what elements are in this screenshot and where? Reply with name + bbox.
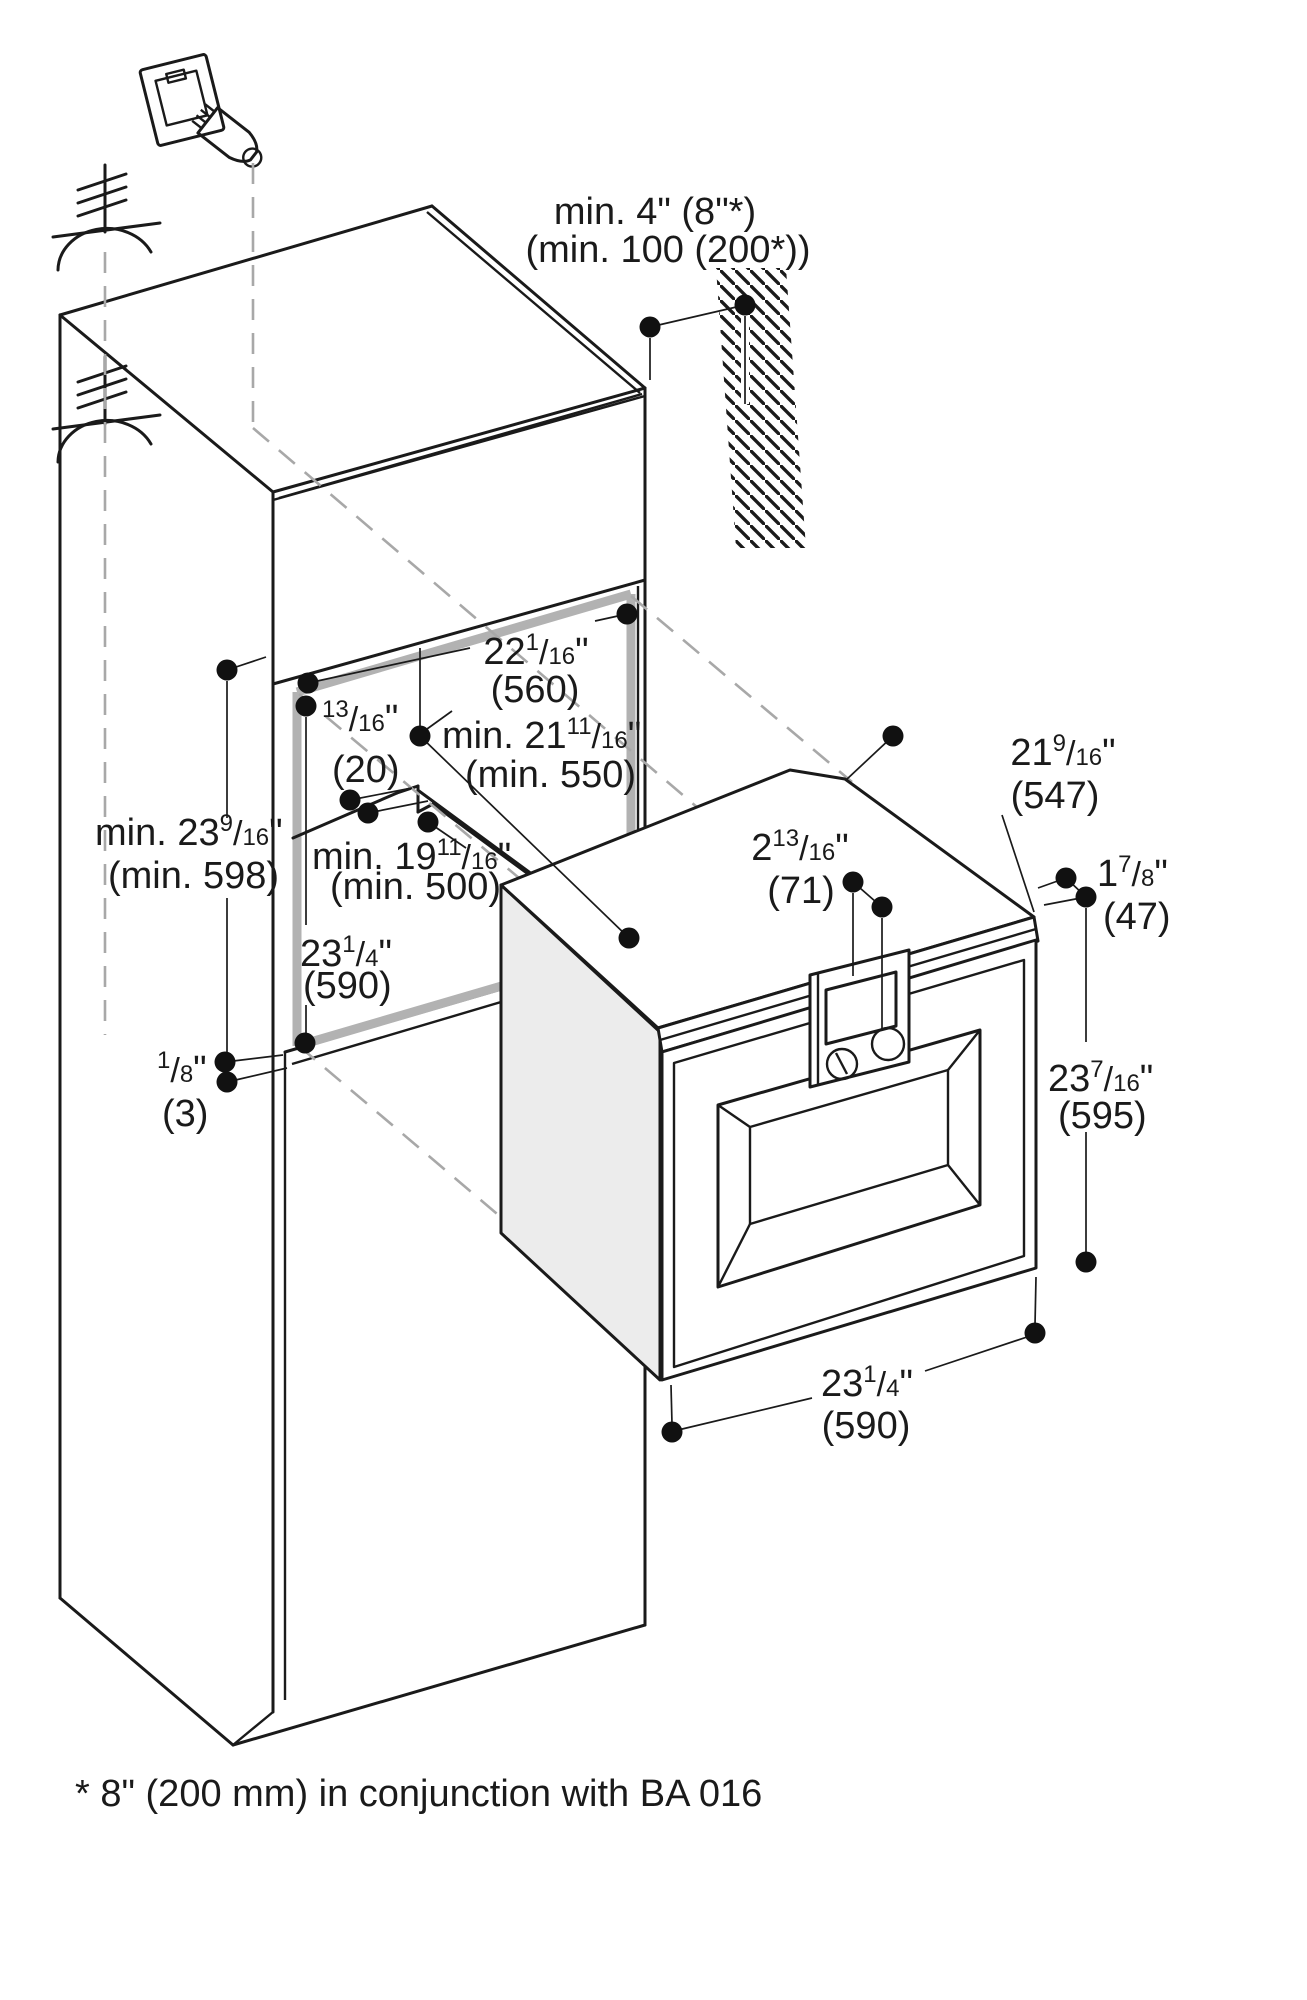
oven-width-mm-label: (590) xyxy=(822,1405,911,1447)
control-knob-left xyxy=(825,1047,859,1081)
cabinet-height-mm-label: (min. 598) xyxy=(108,855,279,897)
ground-symbol-icon-1 xyxy=(51,163,162,272)
wall-hatch xyxy=(716,268,806,548)
oven-height-inch-label: 237/16" xyxy=(1048,1056,1153,1100)
panel-height-inch-label: 213/16" xyxy=(751,825,849,869)
bottom-gap-mm-label: (3) xyxy=(162,1093,208,1135)
rear-vent-gap-mm-label: (20) xyxy=(332,749,400,791)
cabinet-height-inch-label: min. 239/16" xyxy=(95,810,283,854)
dimension-dots xyxy=(214,294,1097,1443)
oven-top-depth-mm-label: (547) xyxy=(1011,775,1100,817)
dimension-labels: min. 4" (8"*) (min. 100 (200*)) 221/16" … xyxy=(75,191,1171,1815)
niche-width-inch-label: 221/16" xyxy=(483,629,588,673)
control-knob-right xyxy=(870,1026,906,1062)
oven-top-face xyxy=(499,768,1036,1030)
rear-vent-gap-inch-label: 13/16" xyxy=(322,696,398,740)
niche-depth-inch-label: min. 2111/16" xyxy=(442,713,641,757)
bottom-gap-inch-label: 1/8" xyxy=(157,1047,207,1091)
oven xyxy=(499,768,1040,1382)
niche-depth-mm-label: (min. 550) xyxy=(465,754,636,796)
floor-depth-mm-label: (min. 500) xyxy=(330,866,501,908)
door-overhang-mm-label: (47) xyxy=(1103,896,1171,938)
door-overhang-inch-label: 17/8" xyxy=(1097,851,1168,895)
niche-height-inch-label: 231/4" xyxy=(300,931,392,975)
ground-symbol-icon-2 xyxy=(51,355,162,464)
oven-width-inch-label: 231/4" xyxy=(821,1361,913,1405)
oven-height-mm-label: (595) xyxy=(1058,1095,1147,1137)
control-display xyxy=(824,970,898,1046)
panel-height-mm-label: (71) xyxy=(767,870,835,912)
top-clearance-mm-label: (min. 100 (200*)) xyxy=(525,229,810,271)
oven-top-depth-inch-label: 219/16" xyxy=(1010,730,1115,774)
top-clearance-inch-label: min. 4" (8"*) xyxy=(554,191,756,233)
footnote-text: * 8" (200 mm) in conjunction with BA 016 xyxy=(75,1773,762,1815)
upper-front-panel xyxy=(271,394,647,686)
floor-depth-inch-label: min. 1911/16" xyxy=(312,834,511,878)
power-plug-icon xyxy=(191,103,263,168)
niche-width-mm-label: (560) xyxy=(491,669,580,711)
oven-control-panel xyxy=(808,948,911,1089)
power-socket-icon xyxy=(138,53,226,147)
dimension-annotations xyxy=(214,294,1097,1443)
niche-height-mm-label: (590) xyxy=(303,965,392,1007)
oven-door xyxy=(660,938,1038,1382)
